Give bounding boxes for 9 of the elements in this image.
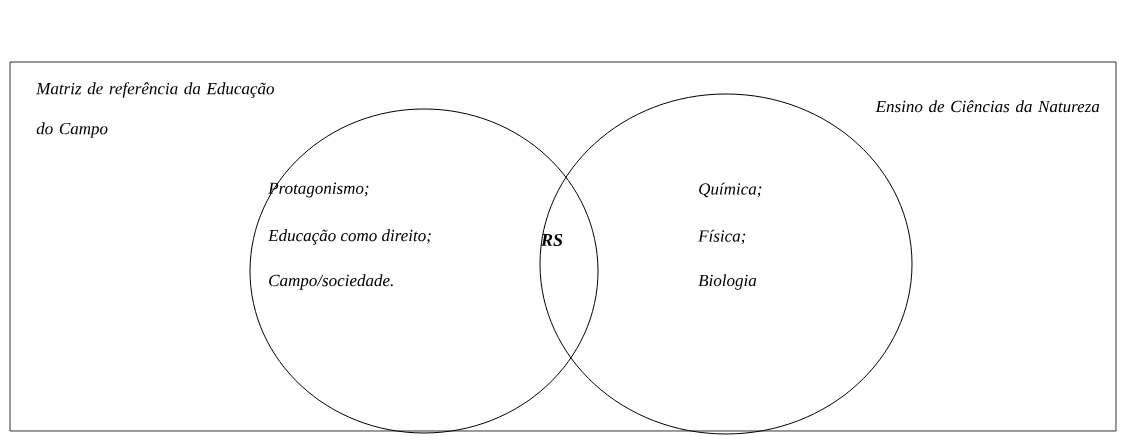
intersection-label: RS xyxy=(540,233,563,247)
heading: Ensino de Ciências da Natureza xyxy=(875,100,1100,113)
list-item: Campo/sociedade. xyxy=(269,274,393,290)
list-item: Física; xyxy=(698,229,746,245)
list-item: Protagonismo; xyxy=(268,182,369,198)
list-item: Educação como direito; xyxy=(268,229,431,245)
heading: Matriz de referência da Educação do Campo xyxy=(36,82,274,138)
list-item: Biologia xyxy=(698,274,757,290)
list-item: Química; xyxy=(699,182,762,198)
